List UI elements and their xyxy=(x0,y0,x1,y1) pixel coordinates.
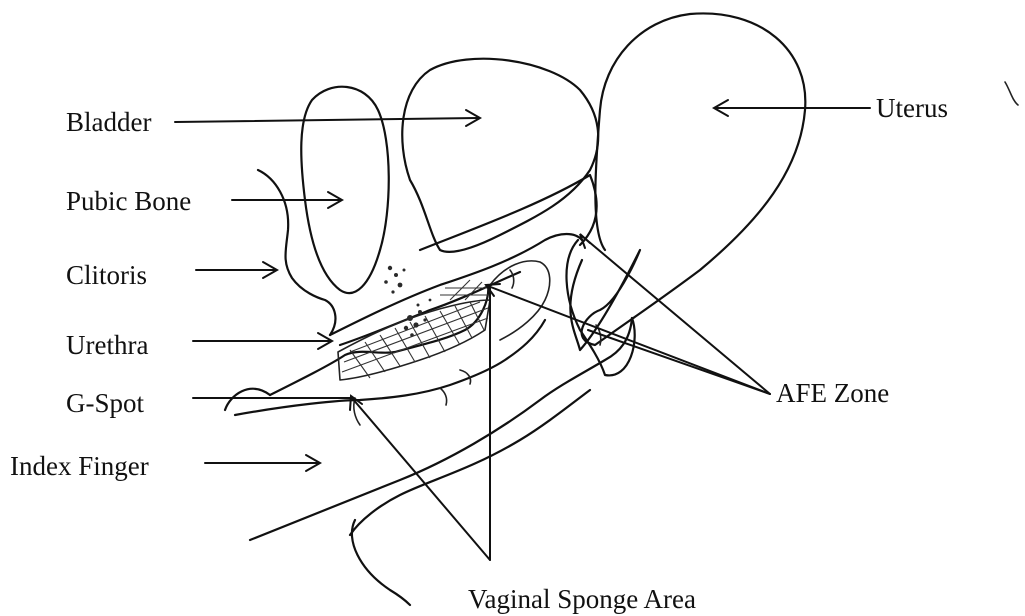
bladder-wall-line xyxy=(420,175,597,250)
lower-curve xyxy=(352,520,410,605)
urethra-line-lower xyxy=(340,272,520,345)
posterior-contour xyxy=(250,318,632,540)
label-afe-zone: AFE Zone xyxy=(776,380,889,407)
body-contour xyxy=(258,170,335,335)
texture-ticks xyxy=(354,270,601,425)
label-g-spot: G-Spot xyxy=(66,390,144,417)
vaginal-canal-lower xyxy=(235,320,545,415)
index-finger-curve xyxy=(225,389,270,410)
label-clitoris: Clitoris xyxy=(66,262,147,289)
uterus-outline xyxy=(570,13,805,350)
cervix-line xyxy=(566,240,634,375)
perineum-contour xyxy=(350,390,590,535)
label-urethra: Urethra xyxy=(66,332,148,359)
label-uterus: Uterus xyxy=(876,95,948,122)
label-index-finger: Index Finger xyxy=(10,453,149,480)
label-bladder: Bladder xyxy=(66,109,151,136)
pubic-bone-outline xyxy=(301,87,389,293)
label-vaginal-sponge-area: Vaginal Sponge Area xyxy=(468,586,696,613)
label-pubic-bone: Pubic Bone xyxy=(66,188,191,215)
label-arrows xyxy=(175,100,870,560)
corner-smudge xyxy=(1005,82,1018,105)
bladder-outline xyxy=(402,59,598,252)
